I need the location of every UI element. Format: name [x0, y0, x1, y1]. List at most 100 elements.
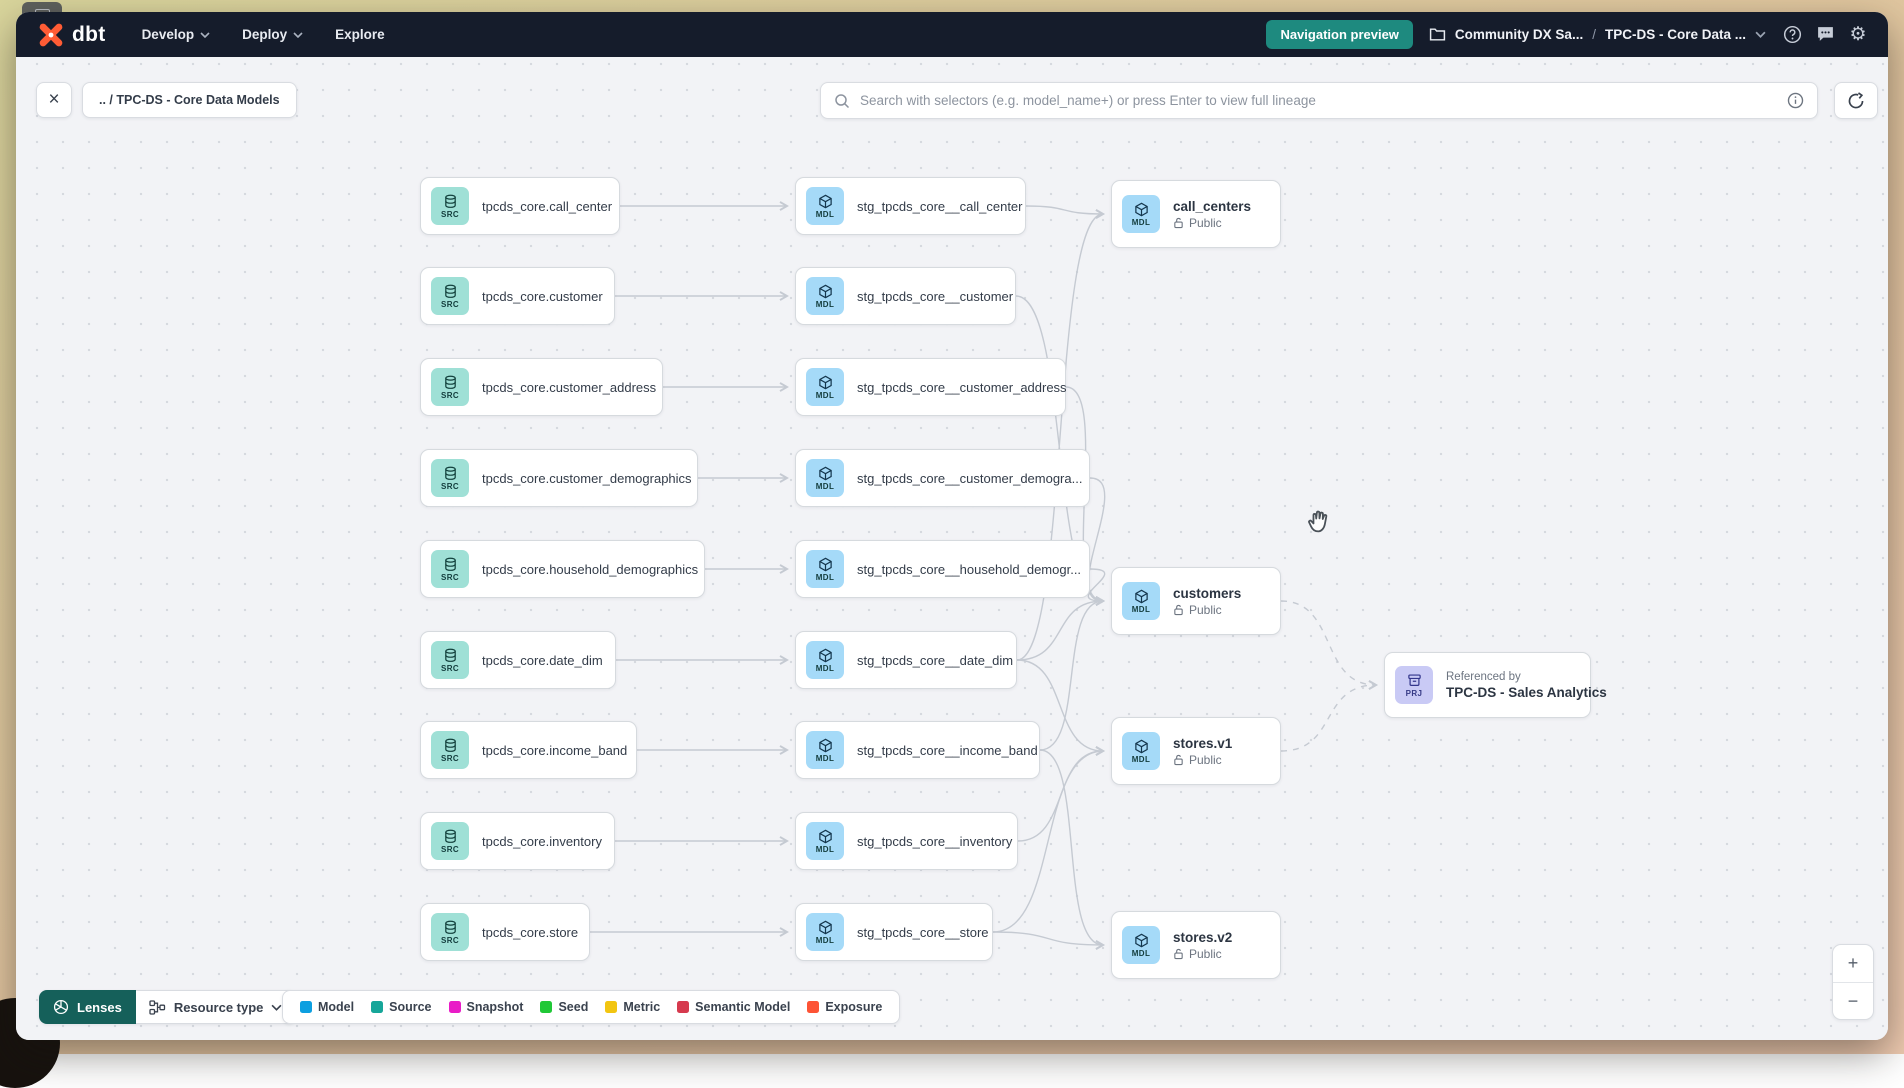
database-icon [443, 557, 458, 572]
resource-type-label: Resource type [174, 1000, 264, 1015]
node-type-label: SRC [441, 210, 459, 219]
node-title: stores.v1 [1173, 736, 1232, 751]
breadcrumb-project[interactable]: Community DX Sa... [1455, 27, 1583, 42]
main-menu: Develop Deploy Explore [142, 27, 385, 42]
node-title: tpcds_core.household_demographics [482, 562, 690, 577]
node-text: tpcds_core.date_dim [482, 653, 601, 668]
model-cube-icon [1134, 933, 1149, 948]
menu-explore[interactable]: Explore [335, 27, 385, 42]
lineage-breadcrumb[interactable]: .. / TPC-DS - Core Data Models [82, 82, 297, 118]
model-cube-icon [818, 194, 833, 209]
database-icon [443, 194, 458, 209]
navigation-preview-button[interactable]: Navigation preview [1266, 20, 1412, 49]
legend-swatch [807, 1001, 819, 1013]
resource-type-dropdown[interactable]: Resource type [136, 990, 297, 1024]
menu-deploy[interactable]: Deploy [242, 27, 303, 42]
node-text: tpcds_core.customer_demographics [482, 471, 683, 486]
node-text: stg_tpcds_core__customer_demogra... [857, 471, 1075, 486]
legend-item-seed: Seed [540, 1000, 588, 1014]
lenses-button[interactable]: Lenses [39, 990, 136, 1024]
graph-node-tpcds-core-customer-demographics[interactable]: SRC tpcds_core.customer_demographics [420, 449, 698, 507]
node-text: stg_tpcds_core__income_band [857, 743, 1025, 758]
node-type-label: SRC [441, 754, 459, 763]
chevron-down-icon [271, 1004, 282, 1011]
node-type-badge: PRJ [1395, 666, 1433, 704]
legend-swatch [371, 1001, 383, 1013]
graph-node-stg-tpcds-core-call-center[interactable]: MDL stg_tpcds_core__call_center [795, 177, 1026, 235]
chevron-down-icon[interactable] [1755, 31, 1766, 38]
model-cube-icon [818, 738, 833, 753]
node-type-label: SRC [441, 482, 459, 491]
node-type-label: MDL [1132, 605, 1151, 614]
node-title: stg_tpcds_core__household_demogr... [857, 562, 1075, 577]
model-cube-icon [818, 829, 833, 844]
node-title: tpcds_core.customer_demographics [482, 471, 683, 486]
node-type-label: MDL [816, 391, 835, 400]
refresh-lineage-button[interactable] [1834, 82, 1878, 119]
breadcrumb-page[interactable]: TPC-DS - Core Data ... [1605, 27, 1746, 42]
close-lineage-button[interactable]: × [36, 82, 72, 118]
graph-node-stg-tpcds-core-household-demogr-[interactable]: MDL stg_tpcds_core__household_demogr... [795, 540, 1090, 598]
zoom-out-button[interactable]: − [1833, 982, 1873, 1019]
menu-develop[interactable]: Develop [142, 27, 211, 42]
node-type-badge: SRC [431, 550, 469, 588]
node-type-label: MDL [1132, 755, 1151, 764]
node-text: stg_tpcds_core__store [857, 925, 978, 940]
graph-node-stg-tpcds-core-income-band[interactable]: MDL stg_tpcds_core__income_band [795, 721, 1040, 779]
node-type-label: MDL [816, 300, 835, 309]
search-input[interactable] [860, 93, 1777, 108]
node-title: TPC-DS - Sales Analytics [1446, 685, 1576, 700]
database-icon [443, 829, 458, 844]
settings-gear-icon[interactable]: ⚙ [1848, 25, 1868, 45]
node-type-label: MDL [816, 573, 835, 582]
public-lock-icon [1173, 948, 1184, 960]
node-type-label: MDL [816, 845, 835, 854]
database-icon [443, 375, 458, 390]
node-title: tpcds_core.date_dim [482, 653, 601, 668]
zoom-in-button[interactable]: + [1833, 945, 1873, 982]
node-title: tpcds_core.inventory [482, 834, 600, 849]
node-access-label: Public [1189, 603, 1222, 617]
node-title: tpcds_core.store [482, 925, 575, 940]
feedback-icon[interactable] [1815, 25, 1835, 45]
nav-icon-group: ⚙ [1782, 25, 1868, 45]
graph-node-tpcds-core-household-demographics[interactable]: SRC tpcds_core.household_demographics [420, 540, 705, 598]
legend-item-source: Source [371, 1000, 431, 1014]
node-text: tpcds_core.call_center [482, 199, 605, 214]
info-icon[interactable] [1787, 92, 1804, 109]
model-cube-icon [818, 920, 833, 935]
node-type-badge: MDL [806, 187, 844, 225]
help-icon[interactable] [1782, 25, 1802, 45]
node-type-label: SRC [441, 391, 459, 400]
node-type-label: MDL [816, 754, 835, 763]
node-type-label: SRC [441, 300, 459, 309]
graph-node-tpcds-core-call-center[interactable]: SRC tpcds_core.call_center [420, 177, 620, 235]
dbt-brand[interactable]: dbt [38, 22, 106, 48]
public-lock-icon [1173, 604, 1184, 616]
node-type-badge: MDL [806, 731, 844, 769]
node-text: stg_tpcds_core__call_center [857, 199, 1011, 214]
node-type-label: MDL [1132, 218, 1151, 227]
